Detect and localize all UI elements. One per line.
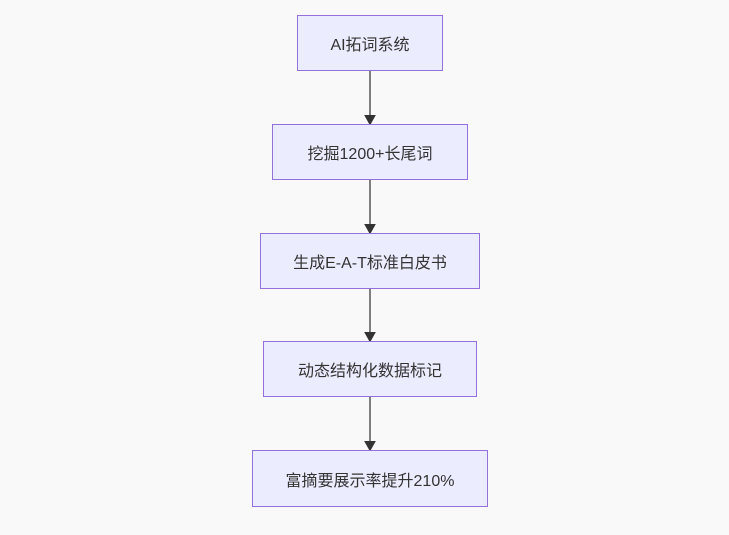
node-label: AI拓词系统 [330, 37, 410, 54]
node-label: 动态结构化数据标记 [297, 363, 442, 380]
edge-arrow-2-3 [364, 180, 376, 235]
node-dynamic-structured-data-markup: 动态结构化数据标记 [263, 341, 477, 397]
node-label: 富摘要展示率提升210% [285, 472, 455, 490]
node-label: 挖掘1200+长尾词 [307, 146, 433, 163]
node-rich-snippet-rate-increase: 富摘要展示率提升210% [252, 450, 488, 507]
node-eat-standard-whitepaper: 生成E-A-T标准白皮书 [260, 233, 480, 289]
node-label: 生成E-A-T标准白皮书 [293, 255, 447, 272]
edge-arrow-3-4 [364, 289, 376, 343]
node-longtail-keyword-mining: 挖掘1200+长尾词 [272, 124, 468, 180]
node-ai-keyword-expansion-system: AI拓词系统 [297, 15, 443, 71]
edge-arrow-1-2 [364, 71, 376, 126]
edge-arrow-4-5 [364, 397, 376, 452]
